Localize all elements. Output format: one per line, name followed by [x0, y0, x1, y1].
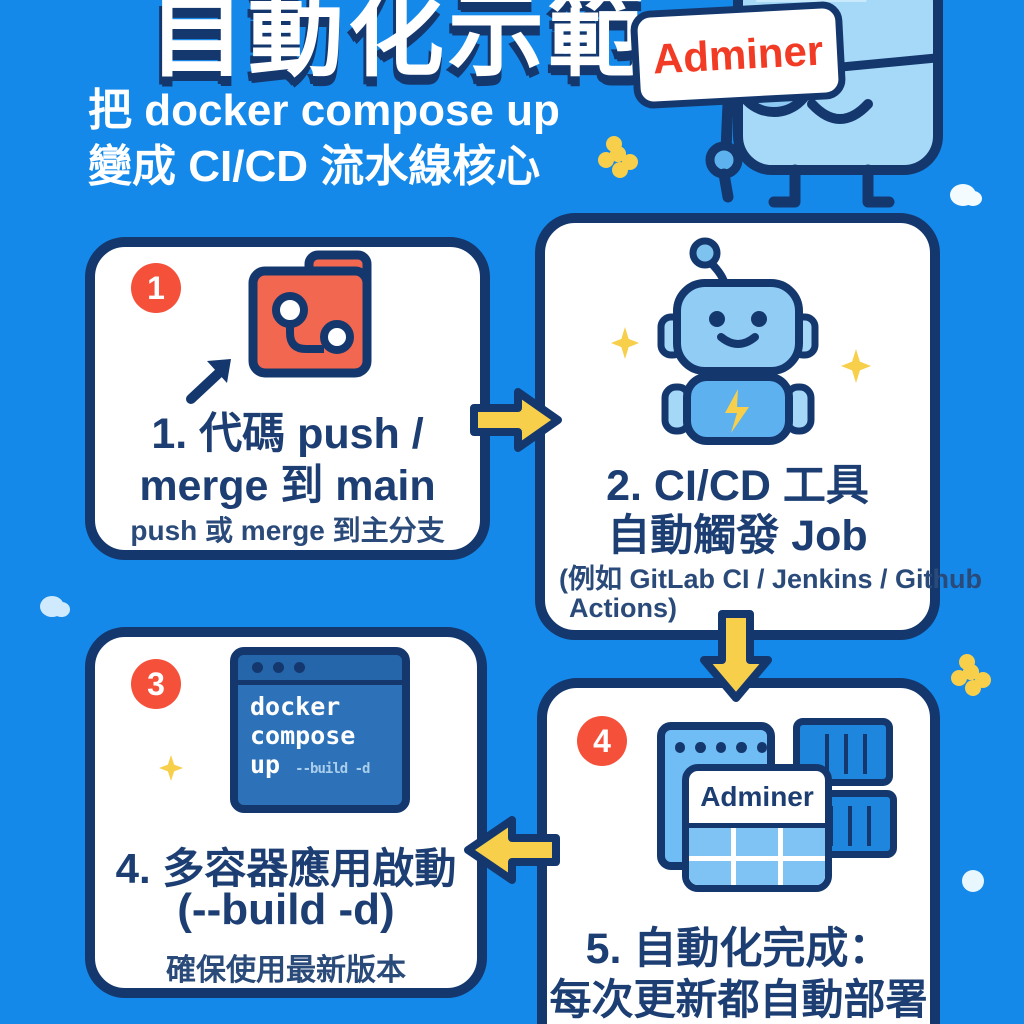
adminer-app-icon: Adminer	[682, 764, 832, 892]
step1-badge: 1	[131, 263, 181, 313]
flower-decoration-top	[610, 146, 626, 162]
sparkle-icon	[841, 349, 871, 383]
step1-card: 1 1. 代碼 push / merge 到 main push 或 merge…	[85, 237, 490, 560]
adminer-sign: Adminer	[629, 0, 847, 110]
step2-title-line2: 自動觸發 Job	[607, 512, 868, 560]
step4-card: 4 Adminer 5. 自動化完成： 每次更新都自動部署	[537, 678, 940, 1024]
step2-title-line1: 2. CI/CD 工具	[606, 462, 869, 510]
terminal-line3-cmd: up	[250, 749, 281, 779]
push-arrow-icon	[186, 359, 231, 404]
step3-card: 3 docker compose up --build -d 4. 多容器應用啟…	[85, 627, 487, 998]
flow-arrow-right	[470, 388, 562, 452]
step3-badge: 3	[131, 659, 181, 709]
step4-badge: 4	[577, 716, 627, 766]
step3-title-line2: (--build -d)	[177, 885, 395, 934]
page-subtitle-line2: 變成 CI/CD 流水線核心	[88, 142, 541, 191]
page-subtitle-line1: 把 docker compose up	[88, 86, 560, 135]
table-grid	[689, 823, 825, 885]
cicd-robot-icon	[657, 237, 819, 445]
dot-decoration-bottom-right	[962, 870, 984, 892]
step1-title-line1: 1. 代碼 push /	[151, 410, 424, 458]
step4-title-line1: 5. 自動化完成：	[585, 925, 892, 973]
step3-subtitle: 確保使用最新版本	[166, 954, 406, 987]
terminal-line1: docker	[250, 692, 341, 721]
step4-title-line2: 每次更新都自動部署	[549, 976, 928, 1023]
terminal-line2: compose	[250, 720, 356, 750]
terminal-window-icon: docker compose up --build -d	[230, 647, 410, 813]
flow-arrow-down	[700, 610, 772, 702]
step2-subtitle-line2: Actions)	[569, 593, 677, 623]
sparkle-icon	[611, 327, 639, 359]
step3-title-line1: 4. 多容器應用啟動	[115, 845, 457, 892]
adminer-sign-label: Adminer	[651, 26, 825, 83]
flower-decoration-right	[963, 664, 979, 680]
terminal-titlebar	[238, 655, 402, 685]
cloud-decoration-top-right	[950, 184, 983, 206]
adminer-app-label: Adminer	[700, 781, 814, 812]
sparkle-icon	[159, 755, 183, 781]
terminal-line3-flags: --build -d	[295, 760, 370, 777]
step1-subtitle: push 或 merge 到主分支	[130, 515, 445, 546]
git-folder-icon	[248, 250, 372, 378]
step2-card: 2. CI/CD 工具 自動觸發 Job (例如 GitLab CI / Jen…	[535, 213, 983, 640]
step1-title-line2: merge 到 main	[139, 462, 436, 510]
page-title: 自動化示範	[148, 0, 648, 88]
step2-subtitle-line1: (例如 GitLab CI / Jenkins / Github	[559, 564, 983, 594]
cloud-decoration-left	[40, 596, 70, 617]
flow-arrow-left	[464, 816, 560, 884]
